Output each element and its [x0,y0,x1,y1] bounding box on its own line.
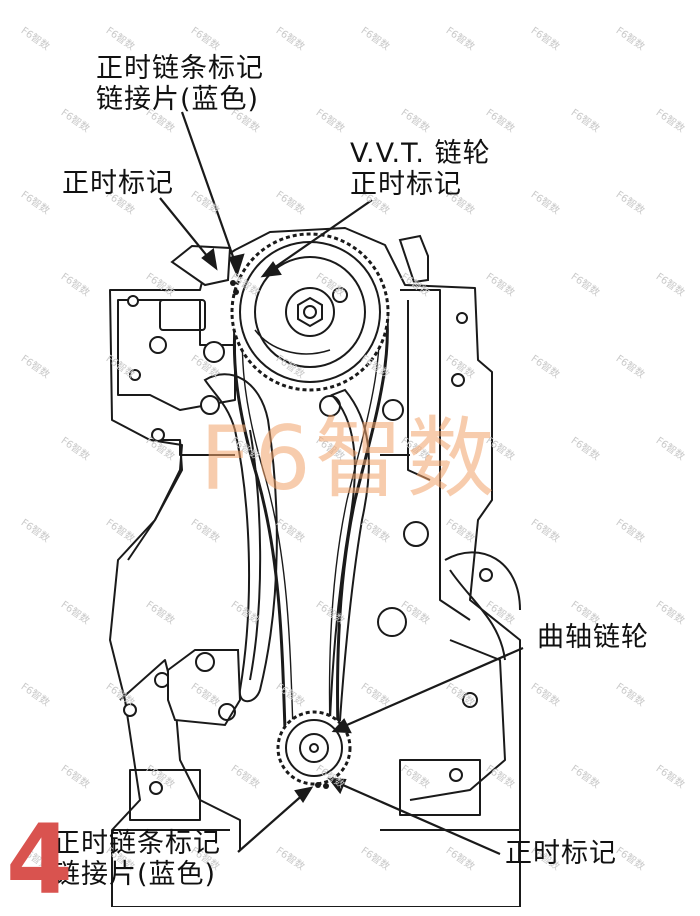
timing-chain-left-inner [241,299,294,731]
guide-inner [249,429,262,681]
chain-link-mark [315,782,321,788]
bolt [149,781,163,795]
upper-left-housing [117,299,236,411]
page-number: 4 [6,804,73,916]
bolt [123,703,137,717]
right-cavity [449,569,506,661]
sensor-block [159,299,206,331]
bolt [479,568,493,582]
label-timing-mark-left: 正时标记 [62,168,174,199]
timing-chain-right-inner [328,299,381,731]
watermark-center: F6智数 [200,407,499,510]
bolt [149,336,167,354]
bolt [462,692,478,708]
cam-sensor [170,244,232,287]
bolt [449,768,463,782]
label-crank-sprocket: 曲轴链轮 [537,622,649,653]
bolt [203,341,225,363]
tensioner-arm [203,373,278,703]
label-vvt-sprocket-mark: V.V.T. 链轮 正时标记 [350,138,491,200]
arrow-vvt-mark [267,199,373,273]
crank-sprocket [276,710,352,786]
bolt [129,369,141,381]
left-cover-rib [127,439,183,561]
arrow-top-chain-mark [180,111,239,269]
label-timing-mark-bottom: 正时标记 [505,838,617,869]
bolt [154,672,170,688]
bolt [382,399,404,421]
inner-right-rib [407,300,431,481]
right-cover-rib [400,289,471,621]
chain-link-mark [230,280,236,286]
arrow-bottom-chain-mark [237,791,307,853]
label-bottom-chain-mark: 正时链条标记 链接片(蓝色) [53,828,221,890]
arrow-crank-sprocket [339,646,524,730]
chain-link-mark [323,783,329,789]
chain-link-mark [233,289,239,295]
timing-chain-left-run [232,299,287,731]
bolt [151,428,165,442]
arrow-timing-mark-bottom [335,780,501,856]
bolt [127,295,139,307]
lower-right-box [399,759,481,816]
bolt [403,521,429,547]
bolt [456,312,468,324]
timing-chain-right-run [336,299,389,731]
bolt [200,395,220,415]
label-top-chain-mark: 正时链条标记 链接片(蓝色) [96,53,264,115]
lower-block-box [129,769,201,821]
vvt-solenoid [398,234,429,284]
lower-right-plate [409,639,506,801]
lower-left-plate [119,659,241,850]
arrow-timing-mark-left [159,197,213,263]
rear-contour [444,551,521,611]
bolt [451,373,465,387]
block-step [179,440,410,456]
bolt [377,607,407,637]
tensioner-bolt [218,703,236,721]
tensioner-bolt [195,652,215,672]
